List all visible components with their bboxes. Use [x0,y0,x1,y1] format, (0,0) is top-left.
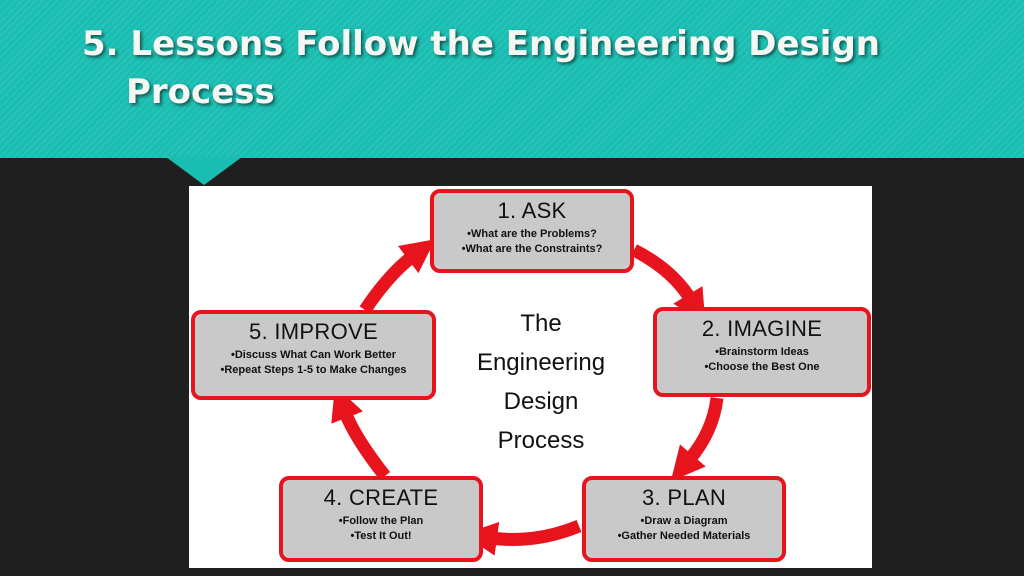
step-plan-bullet: Draw a Diagram [586,514,782,529]
step-ask-bullet: What are the Problems? [434,227,630,242]
step-imagine-box: 2. IMAGINE Brainstorm Ideas Choose the B… [653,307,871,397]
step-create-bullet: Follow the Plan [283,514,479,529]
step-improve-box: 5. IMPROVE Discuss What Can Work Better … [191,310,436,400]
step-create-box: 4. CREATE Follow the Plan Test It Out! [279,476,483,562]
banner-notch [166,157,242,185]
center-label-line: Design [503,388,579,415]
step-plan-bullet: Gather Needed Materials [586,529,782,544]
slide-title-line-1: 5. Lessons Follow the Engineering Design [82,24,880,64]
engineering-design-process-diagram: 1. ASK What are the Problems? What are t… [189,186,872,568]
step-improve-bullet: Discuss What Can Work Better [195,348,432,363]
step-plan-title: 3. PLAN [641,485,727,510]
arrow-improve-to-ask [359,239,436,314]
step-create-title: 4. CREATE [323,485,439,510]
step-improve-title: 5. IMPROVE [249,319,378,344]
center-label-line: The [520,310,562,337]
step-plan-box: 3. PLAN Draw a Diagram Gather Needed Mat… [582,476,786,562]
step-ask-box: 1. ASK What are the Problems? What are t… [430,189,634,273]
step-improve-bullet: Repeat Steps 1-5 to Make Changes [195,363,432,378]
center-label-line: Process [497,427,585,454]
title-banner [0,0,1024,158]
step-imagine-bullet: Choose the Best One [657,360,867,375]
center-label-line: Engineering [476,349,606,376]
arrow-plan-to-create [463,519,582,556]
step-ask-bullet: What are the Constraints? [434,242,630,257]
step-create-bullets: Follow the Plan Test It Out! [283,514,479,544]
step-imagine-bullets: Brainstorm Ideas Choose the Best One [657,345,867,375]
step-ask-title: 1. ASK [497,198,567,223]
arrow-ask-to-imagine [630,244,706,325]
arrow-imagine-to-plan [670,397,724,482]
cycle-arrows [331,239,724,556]
slide-title: 5. Lessons Follow the Engineering Design… [82,20,982,116]
step-imagine-title: 2. IMAGINE [701,316,823,341]
step-create-bullet: Test It Out! [283,529,479,544]
diagram-center-label: The Engineering Design Process [449,304,633,460]
slide-title-line-2: Process [126,72,275,112]
step-improve-bullets: Discuss What Can Work Better Repeat Step… [195,348,432,378]
step-ask-bullets: What are the Problems? What are the Cons… [434,227,630,257]
step-plan-bullets: Draw a Diagram Gather Needed Materials [586,514,782,544]
arrow-create-to-improve [331,385,391,481]
step-imagine-bullet: Brainstorm Ideas [657,345,867,360]
